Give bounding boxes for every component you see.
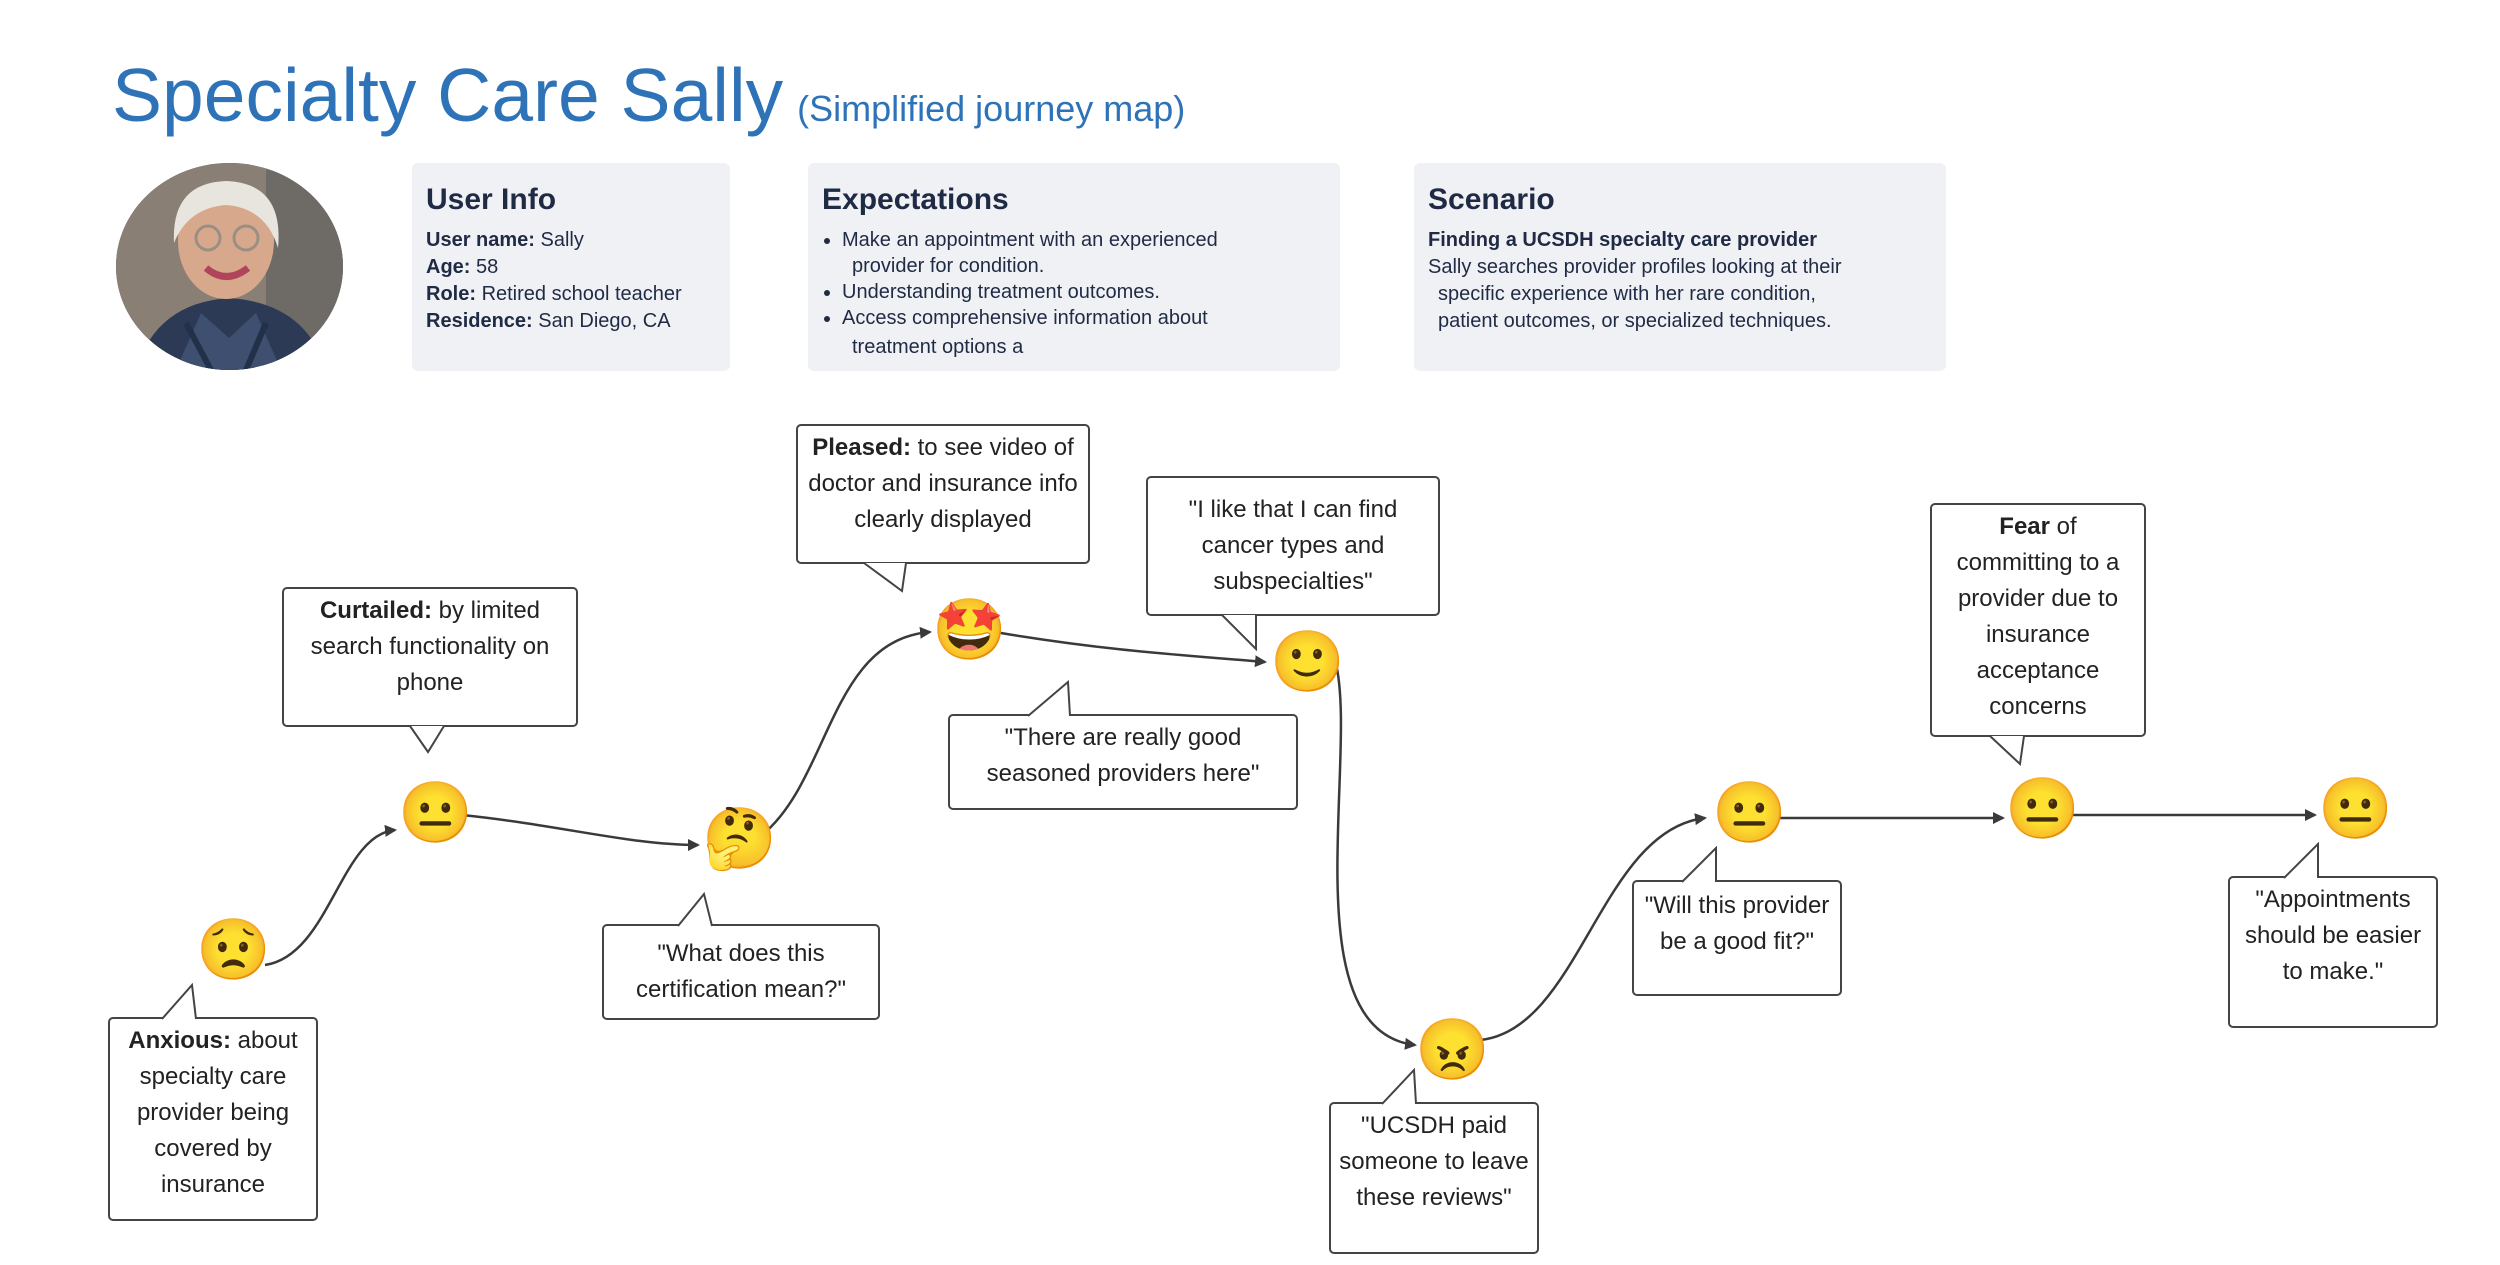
bubble-fear: Fear of committing to a provider due to … [1930, 503, 2146, 737]
user-info-row: Residence: San Diego, CA [426, 310, 671, 332]
bubble-tail [1989, 735, 2025, 766]
bubble-tail [2283, 842, 2319, 879]
expectations-list: Make an appointment with an experienced … [822, 227, 1326, 363]
bubble-tail [1381, 1068, 1417, 1105]
connector-4-6 [994, 630, 1267, 668]
user-avatar [116, 163, 343, 370]
expectation-item: Understanding treatment outcomes. [842, 279, 1326, 305]
neutral-face-icon: 😐 [398, 779, 473, 846]
expectations-card: Expectations Make an appointment with an… [808, 163, 1340, 371]
scenario-line: specific experience with her rare condit… [1438, 283, 1816, 305]
star-struck-face-icon: 🤩 [932, 596, 1007, 663]
bubble-tail [1681, 846, 1717, 883]
scenario-subheading: Finding a UCSDH specialty care provider [1428, 229, 1817, 251]
bubble-tail [409, 725, 445, 754]
connector-2-3 [461, 813, 700, 851]
user-info-row: Role: Retired school teacher [426, 283, 682, 305]
bubble-cancer-types: "I like that I can find cancer types and… [1146, 476, 1440, 616]
bubble-tail [1221, 614, 1257, 651]
bubble-tail [1027, 680, 1071, 717]
bubble-pleased: Pleased: to see video of doctor and insu… [796, 424, 1090, 564]
user-info-row: Age: 58 [426, 256, 499, 278]
bubble-good-fit: "Will this provider be a good fit?" [1632, 880, 1842, 996]
bubble-paid-reviews: "UCSDH paid someone to leave these revie… [1329, 1102, 1539, 1254]
scenario-card: Scenario Finding a UCSDH specialty care … [1414, 163, 1946, 371]
title-subtitle: (Simplified journey map) [797, 88, 1186, 129]
scenario-heading: Scenario [1428, 183, 1555, 216]
bubble-tail [161, 983, 197, 1020]
connector-6-7 [1333, 659, 1417, 1050]
connector-3-4 [761, 626, 932, 836]
angry-face-icon: 😠 [1415, 1016, 1490, 1083]
worried-face-icon: 😟 [196, 916, 271, 983]
connector-7-8 [1479, 813, 1707, 1042]
neutral-face-icon: 😐 [1712, 779, 1787, 846]
scenario-line: patient outcomes, or specialized techniq… [1438, 310, 1832, 332]
user-info-card: User Info User name: Sally Age: 58 Role:… [412, 163, 730, 371]
scenario-line: Sally searches provider profiles looking… [1428, 256, 1842, 278]
bubble-tail [863, 562, 907, 593]
expectation-item: Access comprehensive information about [842, 305, 1326, 331]
bubble-appointments: "Appointments should be easier to make." [2228, 876, 2438, 1028]
expectation-continuation: treatment options a [852, 336, 1024, 358]
expectation-item: Make an appointment with an experienced [842, 227, 1326, 253]
page-title: Specialty Care Sally (Simplified journey … [112, 52, 1185, 138]
user-info-row: User name: Sally [426, 229, 584, 251]
user-info-heading: User Info [426, 183, 557, 216]
connector-1-2 [264, 824, 397, 967]
bubble-tail [677, 892, 713, 927]
neutral-face-icon: 😐 [2318, 775, 2393, 842]
thinking-face-icon: 🤔 [702, 805, 777, 872]
expectation-continuation: provider for condition. [852, 255, 1045, 277]
slightly-smiling-face-icon: 🙂 [1270, 628, 1345, 695]
expectations-heading: Expectations [822, 183, 1009, 216]
neutral-face-icon: 😐 [2005, 775, 2080, 842]
title-main: Specialty Care Sally [112, 53, 784, 137]
bubble-anxious: Anxious: about specialty care provider b… [108, 1017, 318, 1221]
bubble-certification: "What does this certification mean?" [602, 924, 880, 1020]
bubble-seasoned-providers: "There are really good seasoned provider… [948, 714, 1298, 810]
bubble-curtailed: Curtailed: by limited search functionali… [282, 587, 578, 727]
